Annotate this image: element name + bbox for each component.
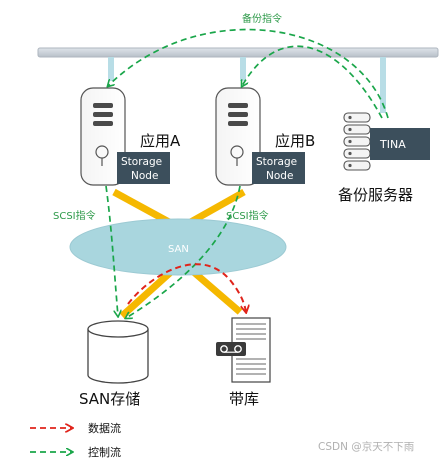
svg-text:Node: Node <box>131 170 158 182</box>
backup-server <box>343 112 371 171</box>
scsi-left-label: SCSI指令 <box>53 209 96 222</box>
storage-node-a: Storage Node <box>117 152 170 184</box>
scsi-right-label: SCSI指令 <box>226 209 269 222</box>
legend-data-flow-label: 数据流 <box>88 421 121 435</box>
svg-text:TINA: TINA <box>379 138 406 151</box>
data-flow-arrows <box>127 263 246 312</box>
server-b <box>215 87 261 186</box>
control-flow-arrows <box>105 28 389 318</box>
tape-library-label: 带库 <box>229 390 259 408</box>
storage-node-b: Storage Node <box>252 152 305 184</box>
backup-server-label: 备份服务器 <box>338 186 413 204</box>
san-storage-icon <box>87 320 149 384</box>
tina-box: TINA <box>370 128 430 160</box>
san-cloud <box>69 218 287 276</box>
san-storage-label: SAN存储 <box>79 390 140 408</box>
bus-drop-tina <box>380 57 386 113</box>
backup-command-label: 备份指令 <box>242 12 282 25</box>
tape-library-icon <box>216 317 271 383</box>
network-bus <box>37 47 439 58</box>
watermark: CSDN @京天不下雨 <box>318 440 414 453</box>
server-a <box>80 87 126 186</box>
app-b-label: 应用B <box>275 132 315 150</box>
legend-control-flow-label: 控制流 <box>88 445 121 459</box>
svg-text:Storage: Storage <box>256 156 297 168</box>
app-a-label: 应用A <box>140 132 181 150</box>
san-label: SAN <box>168 244 189 255</box>
bus-drop-a <box>108 57 114 81</box>
svg-text:Node: Node <box>266 170 293 182</box>
legend: 数据流 控制流 <box>30 421 121 459</box>
svg-text:Storage: Storage <box>121 156 162 168</box>
bus-drop-b <box>240 57 246 81</box>
